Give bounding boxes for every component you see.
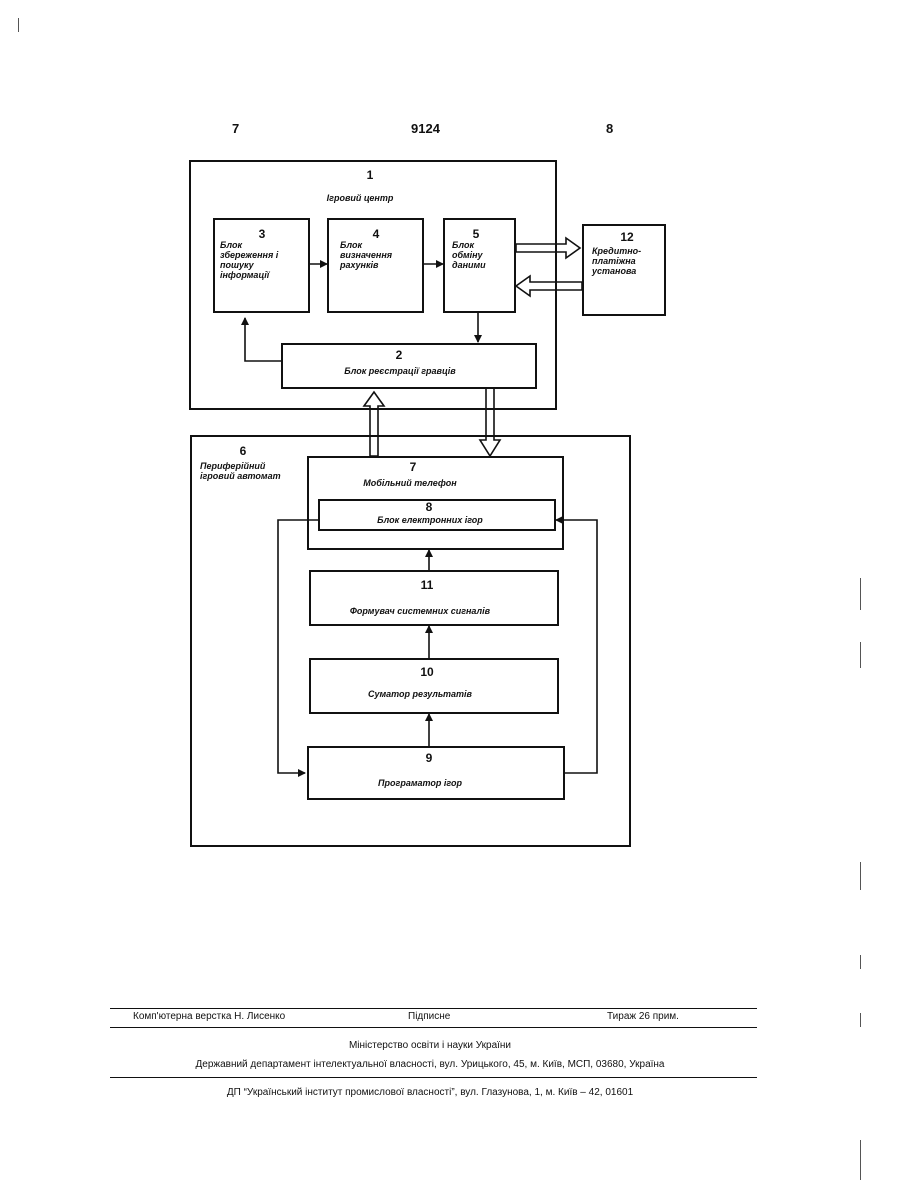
block-7-label: Мобільний телефон	[330, 478, 490, 488]
block-8-label: Блок електронних ігор	[330, 515, 530, 525]
block-5-number: 5	[466, 227, 486, 241]
block-3-label: Блок збереження і пошуку інформації	[220, 240, 288, 280]
block-9-label: Програматор ігор	[320, 778, 520, 788]
block-10-number: 10	[414, 665, 440, 679]
block-10-label: Суматор результатів	[320, 689, 520, 699]
block-2-number: 2	[389, 348, 409, 362]
block-4-number: 4	[366, 227, 386, 241]
footer-signed: Підписне	[408, 1011, 450, 1022]
footer-rule-bottom	[110, 1077, 757, 1078]
block-4-label: Блок визначення рахунків	[340, 240, 412, 270]
block-7-number: 7	[403, 460, 423, 474]
block-1-number: 1	[355, 168, 385, 182]
footer-institute: ДП “Український інститут промислової вла…	[0, 1087, 860, 1098]
footer-rule-middle	[110, 1027, 757, 1028]
block-9-number: 9	[419, 751, 439, 765]
block-6-number: 6	[233, 444, 253, 458]
block-6-label: Периферійний ігровий автомат	[200, 461, 300, 481]
block-12-label: Кредитно-платіжна установа	[592, 246, 658, 276]
footer-ministry: Міністерство освіти і науки України	[0, 1040, 860, 1051]
block-8-number: 8	[419, 500, 439, 514]
block-3-number: 3	[252, 227, 272, 241]
block-2-label: Блок реєстрації гравців	[300, 366, 500, 376]
footer-layout-credit: Комп'ютерна верстка Н. Лисенко	[133, 1011, 285, 1022]
footer-department: Державний департамент інтелектуальної вл…	[0, 1059, 860, 1070]
block-5-label: Блок обміну даними	[452, 240, 502, 270]
block-1-label: Ігровий центр	[290, 193, 430, 203]
block-12-number: 12	[614, 230, 640, 244]
footer-rule-top	[110, 1008, 757, 1009]
block-11-label: Формувач системних сигналів	[320, 606, 520, 616]
footer-circulation: Тираж 26 прим.	[607, 1011, 679, 1022]
block-11-number: 11	[414, 578, 440, 592]
